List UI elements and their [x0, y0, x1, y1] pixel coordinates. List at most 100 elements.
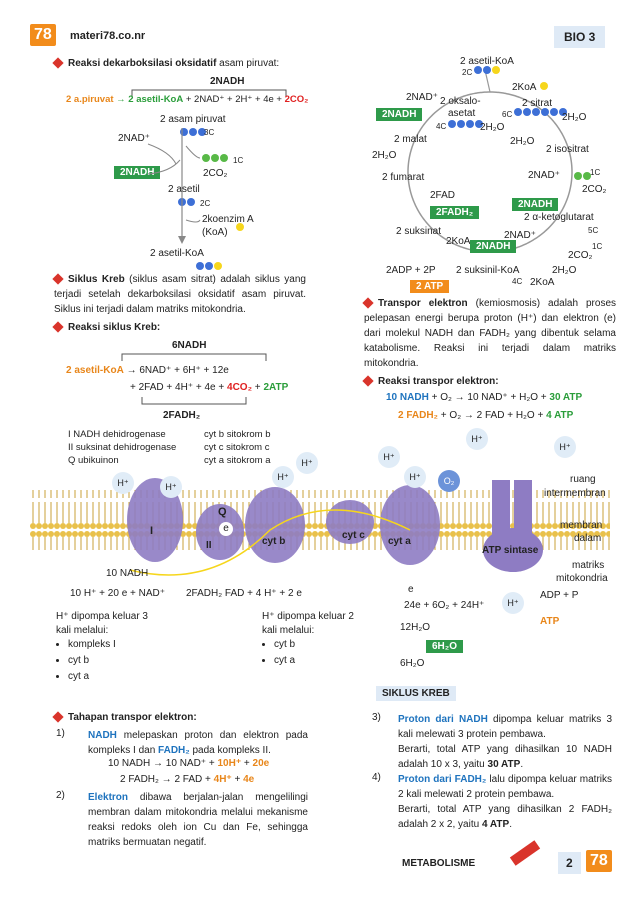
- kreb-c6: 6C: [502, 110, 513, 119]
- label-10nadh: 10 NADH: [106, 568, 149, 579]
- complex-q: Q: [218, 506, 227, 518]
- kreb-akg: 2 α-ketoglutarat: [524, 212, 594, 223]
- kreb-nadh-top: 2NADH: [376, 108, 423, 121]
- step4-text: Proton dari FADH₂ lalu dipompa keluar ma…: [398, 774, 613, 800]
- eq2-line1: 2 asetil-KoA → 6NAD⁺ + 6H⁺ + 12e: [66, 365, 229, 376]
- site-name[interactable]: materi78.co.nr: [70, 30, 146, 42]
- kreb-koa-c: 2KoA: [530, 277, 555, 288]
- kreb-h2o-d: 2H₂O: [510, 136, 535, 147]
- h-bubble-5: H⁺: [378, 446, 400, 468]
- kreb-isositrat: 2 isositrat: [546, 144, 589, 155]
- label-asetil-koa: 2 asetil-KoA: [150, 248, 204, 259]
- label-koa: 2koenzim A: [202, 214, 254, 225]
- etc-eq-left: 10 H⁺ + 20 e + NAD⁺: [70, 588, 166, 599]
- kreb-c2: 2C: [462, 68, 473, 77]
- etc-h2o6-badge: 6H₂O: [426, 640, 464, 653]
- etc-h2o6: 6H₂O: [400, 658, 425, 669]
- koa-dot: [236, 223, 245, 234]
- h-bubble-7: H⁺: [466, 428, 488, 450]
- subject-badge: BIO 3: [554, 26, 606, 48]
- cyt-b: cyt b: [262, 536, 286, 547]
- kreb-fumarat: 2 fumarat: [382, 172, 425, 183]
- footer-chapter: METABOLISME: [402, 858, 476, 869]
- label-ruang: ruang: [570, 474, 596, 485]
- eq2-bracket-top: [121, 353, 267, 361]
- kreb-h2o-b: 2H₂O: [480, 122, 505, 133]
- kreb-dots-c1a: [574, 172, 592, 183]
- kreb-nadh-b: 2NADH: [470, 240, 517, 253]
- kreb-nad-top: 2NAD⁺: [406, 92, 438, 103]
- dots-1c: [202, 154, 229, 165]
- etc-atp: ATP: [540, 616, 560, 627]
- site-logo: 78: [30, 24, 56, 46]
- label-membran: membran: [560, 520, 603, 531]
- kreb-koa-b: 2KoA: [446, 236, 471, 247]
- etc-adp: ADP + P: [540, 590, 579, 601]
- etc-electrons-eq: 24e + 6O₂ + 24H⁺: [404, 600, 485, 611]
- section-dekarboksilasi: Reaksi dekarboksilasi oksidatif asam pir…: [52, 57, 279, 70]
- label-1c: 1C: [233, 156, 244, 165]
- para-transpor: Transpor elektron (kemiosmosis) adalah p…: [362, 297, 617, 369]
- dots-asetil-koa: [196, 262, 223, 273]
- eq1-top: 2NADH: [210, 76, 245, 87]
- etc-h2o12: 12H₂O: [400, 622, 431, 633]
- kreb-h2o-c: 2H₂O: [372, 150, 397, 161]
- kreb-c1a: 1C: [590, 168, 601, 177]
- kreb-fad: 2FAD: [430, 190, 456, 201]
- step3-total: Berarti, total ATP yang dihasilkan 10 NA…: [398, 744, 612, 770]
- h-bubble-6: H⁺: [404, 466, 426, 488]
- reaksi-transpor-title: Reaksi transpor elektron:: [362, 375, 499, 388]
- nadh-badge: 2NADH: [114, 166, 161, 179]
- etc-e-label: e: [408, 584, 414, 595]
- step1-text: NADH melepaskan proton dan elektron pada…: [88, 730, 308, 756]
- o2-bubble: O₂: [438, 470, 460, 492]
- label-nad: 2NAD⁺: [118, 133, 150, 144]
- cyt-a: cyt a: [388, 536, 411, 547]
- eq2-top: 6NADH: [172, 340, 207, 351]
- step3-text: Proton dari NADH dipompa keluar matriks …: [398, 714, 613, 740]
- kreb-nad-r2: 2NAD⁺: [504, 230, 536, 241]
- kreb-asetat: asetat: [448, 108, 476, 119]
- kreb-fadh2: 2FADH₂: [430, 206, 480, 219]
- kreb-dots-c6: [514, 108, 568, 119]
- pump3-note: H⁺ dipompa keluar 3 kali melalui: komple…: [56, 610, 148, 686]
- section-title: Reaksi dekarboksilasi oksidatif: [68, 58, 217, 69]
- cyt-c: cyt c: [342, 530, 365, 541]
- pencil-icon: [52, 321, 64, 334]
- kreb-nad-r: 2NAD⁺: [528, 170, 560, 181]
- kreb-c1b: 1C: [592, 242, 603, 251]
- pencil-icon: [52, 711, 64, 724]
- tahapan-title: Tahapan transpor elektron:: [52, 711, 197, 724]
- kreb-suksinil: 2 suksinil-KoA: [456, 265, 520, 276]
- step4-num: 4): [372, 772, 381, 783]
- pencil-icon: [362, 297, 374, 310]
- step1-eq2: 2 FADH₂ → 2 FAD + 4H⁺ + 4e: [120, 774, 255, 785]
- step1-eq1: 10 NADH → 10 NAD⁺ + 10H⁺ + 20e: [108, 758, 270, 769]
- kreb-adp: 2ADP + 2P: [386, 265, 436, 276]
- kreb-h2o-a: 2H₂O: [562, 112, 587, 123]
- kreb-koa-dot: [540, 82, 549, 93]
- h-bubble-8: H⁺: [554, 436, 576, 458]
- diagram1-arrows: [147, 128, 201, 244]
- step4-total: Berarti, total ATP yang dihasilkan 2 FAD…: [398, 804, 612, 830]
- step3-num: 3): [372, 712, 381, 723]
- h-bubble-2: H⁺: [160, 476, 182, 498]
- eq1-bracket: [131, 89, 287, 97]
- complex-ii: II: [206, 540, 212, 551]
- kreb-co2b: 2CO₂: [568, 250, 593, 261]
- membrane-svg: [30, 478, 610, 576]
- eq2-line2: + 2FAD + 4H⁺ + 4e + 4CO₂ + 2ATP: [130, 382, 289, 393]
- complex-i: I: [150, 525, 154, 537]
- step1-num: 1): [56, 728, 65, 739]
- label-3c: 3C: [204, 128, 215, 137]
- kreb-asetil-koa: 2 asetil-KoA: [460, 56, 514, 67]
- label-matriks: matriks: [572, 560, 605, 571]
- pump2-note: H⁺ dipompa keluar 2 kali melalui: cyt bc…: [262, 610, 354, 670]
- label-mitokondria: mitokondria: [556, 573, 608, 584]
- kreb-oksalo: 2 oksalo-: [440, 96, 481, 107]
- kreb-sitrat: 2 sitrat: [522, 98, 553, 109]
- pencil-icon: [52, 273, 64, 286]
- label-asetil: 2 asetil: [168, 184, 200, 195]
